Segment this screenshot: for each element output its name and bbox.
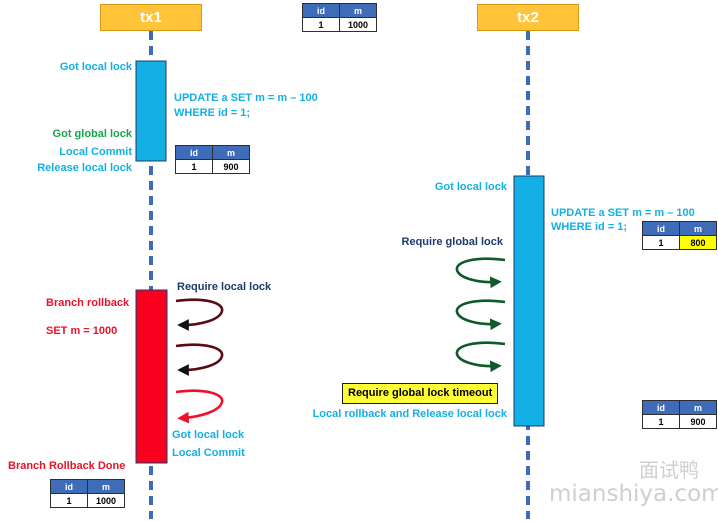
- tx1-got-local-lock-2: Got local lock: [172, 429, 245, 441]
- tx1-local-commit: Local Commit: [59, 146, 132, 158]
- tx1-update-line1: UPDATE a SET m = m – 100: [174, 92, 318, 104]
- local-retry-arrow-3: [175, 389, 224, 424]
- tx1-rollback-bar: [135, 289, 168, 464]
- tx1-update-line2: WHERE id = 1;: [174, 107, 251, 119]
- tx1-branch-rollback-done: Branch Rollback Done: [8, 460, 126, 472]
- tx1-set-m: SET m = 1000: [46, 325, 118, 337]
- tx1-header: tx1: [100, 4, 202, 31]
- tx2-update-line1: UPDATE a SET m = m – 100: [551, 207, 695, 219]
- watermark-site: mianshiya.com: [549, 481, 718, 507]
- global-lock-retry-arrows: [455, 257, 506, 373]
- tx1-require-local-lock: Require local lock: [177, 281, 272, 293]
- tx1-activation-bar: [135, 60, 167, 162]
- tx2-activation-bar: [513, 175, 545, 427]
- tx2-got-local-lock: Got local lock: [434, 181, 507, 193]
- tx1-got-local-lock: Got local lock: [59, 61, 132, 73]
- local-lock-retry-arrows: [175, 298, 224, 424]
- retry-arrow-3: [455, 341, 506, 373]
- tx1-branch-rollback: Branch rollback: [46, 297, 130, 309]
- tx2-local-rollback: Local rollback and Release local lock: [312, 408, 507, 420]
- tx1-release-local-lock: Release local lock: [37, 162, 132, 174]
- retry-arrow-2: [455, 299, 506, 331]
- tx2-require-global-lock: Require global lock: [401, 236, 503, 248]
- retry-arrow-1: [455, 257, 506, 289]
- tx2-header: tx2: [477, 4, 579, 31]
- tx2-update-line2: WHERE id = 1;: [551, 221, 628, 233]
- local-retry-arrow-1: [175, 298, 224, 331]
- tx1-local-commit-2: Local Commit: [172, 447, 245, 459]
- tx1-got-global-lock: Got global lock: [52, 128, 132, 140]
- watermark-cn: 面试鸭: [639, 458, 699, 482]
- local-retry-arrow-2: [175, 343, 224, 376]
- global-lock-timeout-note: Require global lock timeout: [342, 383, 499, 404]
